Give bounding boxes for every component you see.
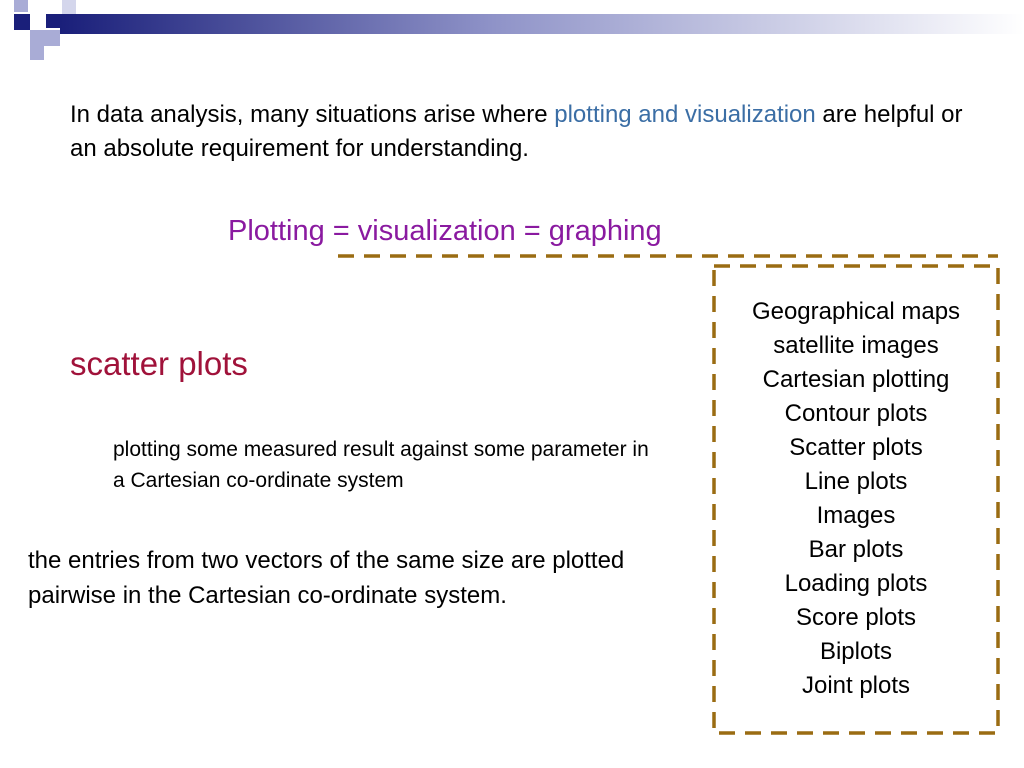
decor-square-pale [62,0,76,14]
list-item: Contour plots [784,400,928,427]
list-item: Score plots [795,604,917,631]
list-item: Scatter plots [789,434,923,461]
scatter-plots-heading: scatter plots [70,345,248,382]
header-gradient-bar [60,14,1024,34]
intro-highlight: plotting and visualization [554,101,816,128]
list-item: satellite images [773,332,939,359]
decor-square-lavender [46,30,60,46]
list-item: Loading plots [784,570,928,597]
list-item: Joint plots [801,672,911,699]
intro-text-before: In data analysis, many situations arise … [70,101,555,128]
pairwise-paragraph: the entries from two vectors of the same… [28,547,625,609]
intro-paragraph: In data analysis, many situations arise … [70,98,990,166]
decor-square-lavender [30,30,46,46]
plotting-equation-heading: Plotting = visualization = graphing [228,215,662,247]
decor-square-lavender [14,0,28,12]
decor-square-navy [14,14,30,30]
list-item: Line plots [804,468,908,495]
decor-square-navy [46,14,60,28]
intro-text-after: are helpful or an absolute requirement f… [70,101,963,162]
scatter-description: plotting some measured result against so… [113,438,649,492]
plot-types-list: Geographical maps satellite images Carte… [714,295,998,703]
list-item: Images [816,502,896,529]
decor-square-lavender [30,46,44,60]
list-item: Geographical maps [751,298,961,325]
list-item: Bar plots [808,536,904,563]
list-item: Cartesian plotting [762,366,950,393]
list-item: Biplots [819,638,893,665]
